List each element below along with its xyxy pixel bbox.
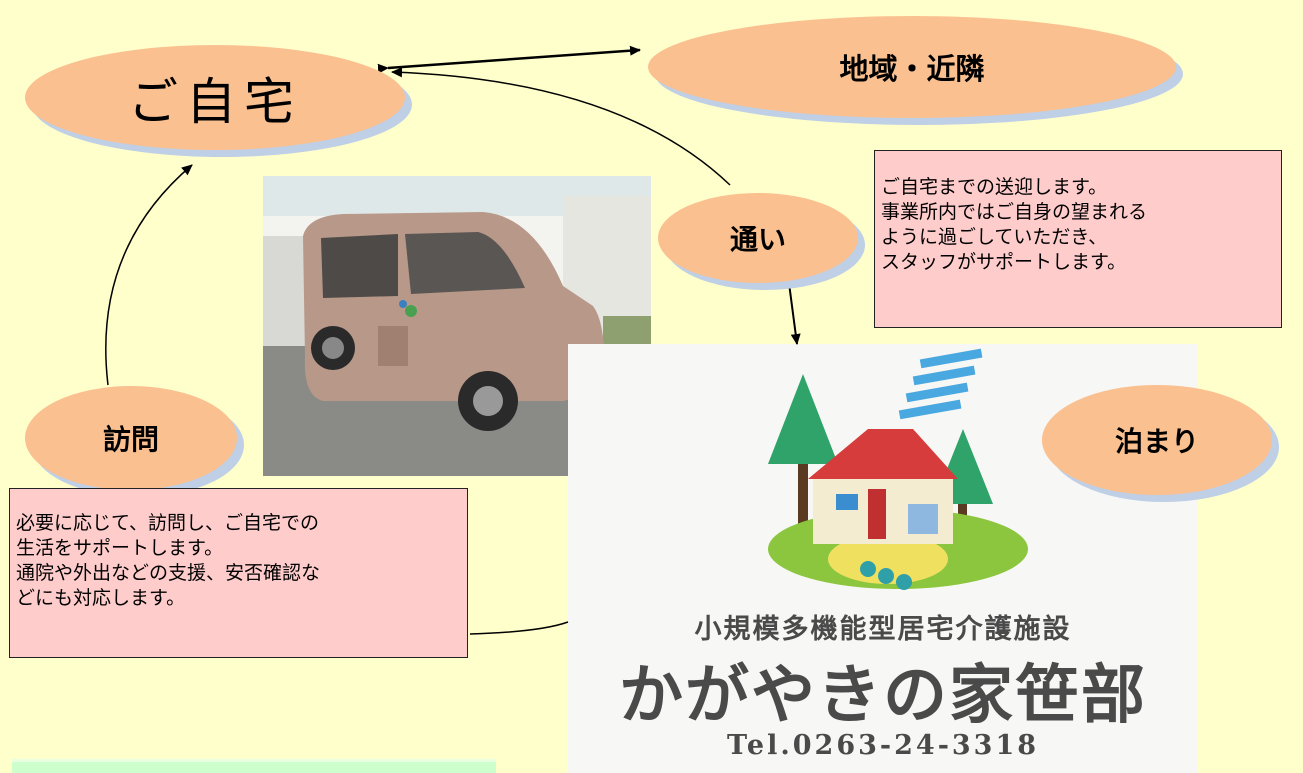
node-stay: 泊まり — [1042, 385, 1272, 495]
van-photo — [263, 176, 651, 476]
sign-facility-name: かがやきの家笹部 — [619, 659, 1147, 733]
visit-note-line: 必要に応じて、訪問し、ご自宅での — [16, 512, 320, 534]
visit-home-arrow — [105, 164, 193, 386]
visit-note-line: どにも対応します。 — [16, 587, 186, 609]
node-visit-label: 訪問 — [102, 423, 159, 456]
daycare-note-line: ように過ごしていただき、 — [881, 226, 1108, 248]
sign-phone: Tel.0263-24-3318 — [726, 730, 1040, 761]
daycare-note-line: 事業所内ではご自身の望まれる — [881, 201, 1148, 223]
home-community-arrow — [377, 45, 641, 74]
node-home-label: ご自宅 — [128, 72, 302, 131]
node-daycare-label: 通い — [729, 223, 786, 256]
daycare-note-line: ご自宅までの送迎します。 — [881, 176, 1108, 198]
sign-facility-type: 小規模多機能型居宅介護施設 — [694, 614, 1072, 645]
node-daycare: 通い — [658, 193, 858, 283]
node-stay-label: 泊まり — [1114, 425, 1199, 458]
node-home: ご自宅 — [25, 45, 405, 150]
node-community: 地域・近隣 — [648, 16, 1176, 118]
daycare-note-line: スタッフがサポートします。 — [881, 251, 1127, 273]
sign-visit-connector — [469, 621, 569, 635]
daycare-note: ご自宅までの送迎します。 事業所内ではご自身の望まれる ように過ごしていただき、… — [874, 150, 1282, 328]
visit-note-line: 生活をサポートします。 — [16, 537, 224, 559]
daycare-home-arrow — [391, 67, 731, 186]
node-community-label: 地域・近隣 — [839, 52, 985, 86]
bottom-box — [12, 759, 496, 773]
node-visit: 訪問 — [25, 386, 237, 490]
visit-note: 必要に応じて、訪問し、ご自宅での 生活をサポートします。 通院や外出などの支援、… — [9, 488, 468, 658]
visit-note-line: 通院や外出などの支援、安否確認な — [16, 562, 321, 584]
